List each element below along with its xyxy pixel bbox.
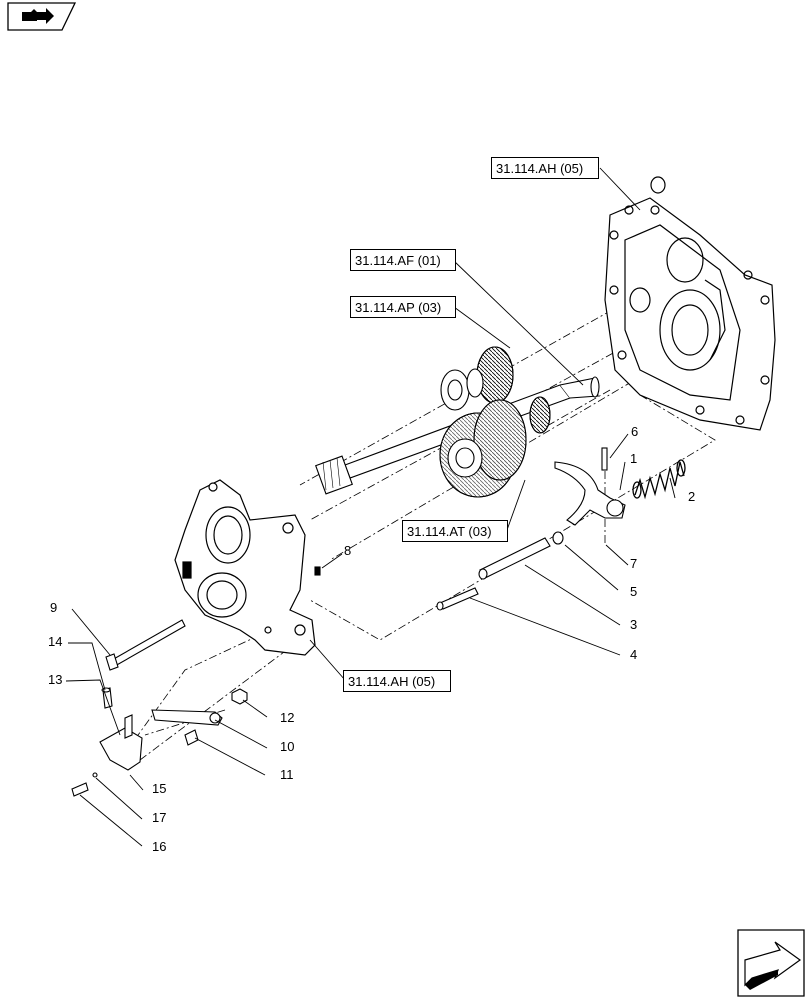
leader-lines (65, 167, 676, 847)
callout-11: 11 (280, 767, 294, 782)
callout-5: 5 (630, 584, 638, 599)
callout-17: 17 (152, 810, 167, 825)
next-page-arrow-icon[interactable] (737, 929, 805, 997)
ref-31-114-at-03[interactable]: 31.114.AT (03) (402, 520, 508, 542)
selector-fork (554, 447, 626, 526)
callout-7: 7 (630, 556, 638, 571)
front-housing (174, 479, 316, 656)
ref-31-114-ah-05-top[interactable]: 31.114.AH (05) (491, 157, 599, 179)
spring (632, 459, 686, 500)
callout-10: 10 (280, 739, 295, 754)
shaft-and-gears (315, 346, 600, 498)
callout-2: 2 (688, 489, 696, 504)
folder-arrow-icon[interactable] (7, 2, 77, 31)
ref-31-114-af-01[interactable]: 31.114.AF (01) (350, 249, 456, 271)
ref-31-114-ah-05-bottom[interactable]: 31.114.AH (05) (343, 670, 451, 692)
callout-8: 8 (344, 543, 352, 558)
callout-12: 12 (280, 710, 295, 725)
rear-housing-cover (604, 176, 776, 431)
callout-9: 9 (50, 600, 58, 615)
callout-3: 3 (630, 617, 638, 632)
callout-6: 6 (631, 424, 639, 439)
callout-14: 14 (48, 634, 63, 649)
callout-13: 13 (48, 672, 63, 687)
callout-15: 15 (152, 781, 167, 796)
callout-16: 16 (152, 839, 167, 854)
callout-4: 4 (630, 647, 638, 662)
ref-31-114-ap-03[interactable]: 31.114.AP (03) (350, 296, 456, 318)
small-parts (71, 531, 564, 797)
callout-1: 1 (630, 451, 638, 466)
